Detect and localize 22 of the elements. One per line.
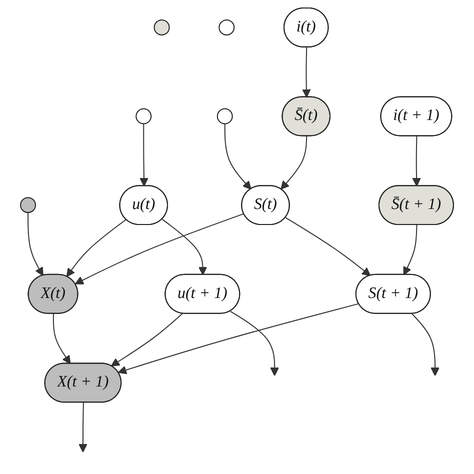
node-ellipse	[154, 19, 170, 36]
node-ellipse	[136, 108, 152, 124]
arrow	[162, 218, 208, 276]
arrow	[78, 402, 88, 452]
node-ellipse	[218, 19, 235, 36]
arrow	[285, 217, 371, 276]
arrow	[28, 212, 44, 276]
arrow	[52, 313, 71, 364]
arrow	[412, 313, 440, 376]
arrow	[110, 313, 183, 366]
arrow	[280, 136, 308, 190]
arrow	[74, 213, 244, 284]
arrow	[230, 310, 279, 376]
node-ellipse	[216, 108, 233, 124]
node-ellipse	[20, 197, 36, 214]
arrow	[224, 123, 252, 190]
arrow	[140, 123, 148, 186]
arrow	[412, 136, 421, 186]
arrow	[302, 46, 311, 98]
arrow	[118, 303, 360, 374]
arrow	[403, 224, 418, 276]
arrow	[66, 218, 127, 278]
